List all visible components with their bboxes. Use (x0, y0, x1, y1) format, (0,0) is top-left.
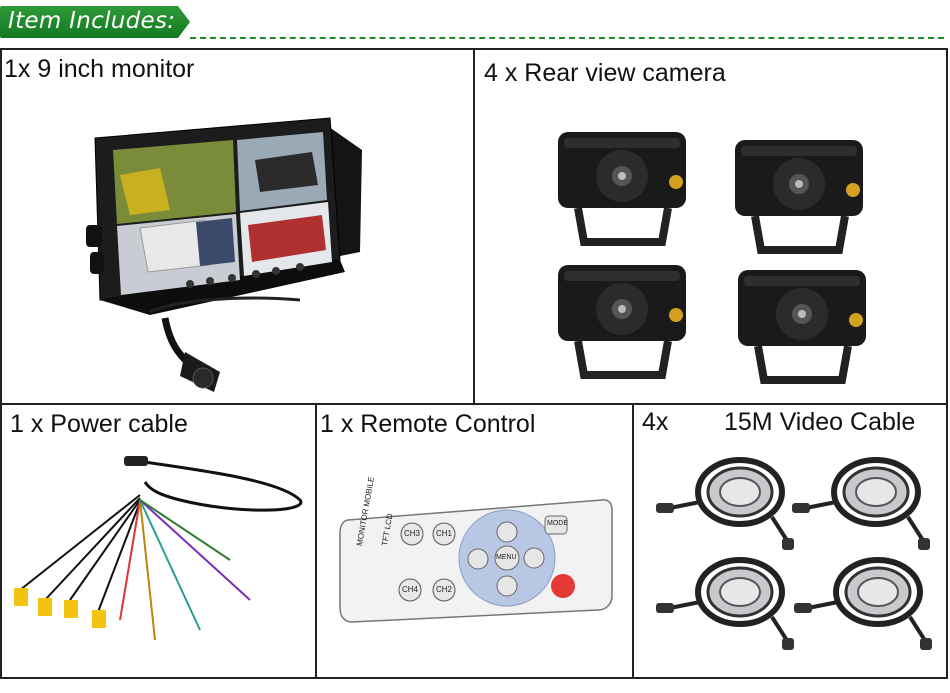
video-cable-qty: 4x (642, 408, 669, 436)
video-cable-caption: 15M Video Cable (724, 408, 916, 436)
remote-mode-label: MODE (547, 520, 568, 527)
banner-tab (0, 6, 190, 38)
grid-divider-middle (0, 403, 948, 405)
banner-dashed-line (190, 37, 944, 39)
section-banner: Item Includes: (0, 0, 950, 44)
grid-divider-top (473, 48, 475, 404)
remote-menu-label: MENU (496, 554, 517, 561)
remote-ch3-label: CH3 (404, 529, 421, 538)
banner-title: Item Includes: (8, 8, 176, 34)
remote-ch1-label: CH1 (436, 529, 453, 538)
grid-divider-bottom-right (632, 403, 634, 678)
power-cable-caption: 1 x Power cable (10, 410, 188, 438)
grid-divider-bottom-left (315, 403, 317, 678)
remote-ch4-label: CH4 (402, 585, 419, 594)
camera-caption: 4 x Rear view camera (484, 59, 726, 87)
remote-ch2-label: CH2 (436, 585, 453, 594)
monitor-caption: 1x 9 inch monitor (4, 55, 195, 83)
grid-bottom-border (0, 677, 948, 679)
remote-caption: 1 x Remote Control (320, 410, 536, 438)
